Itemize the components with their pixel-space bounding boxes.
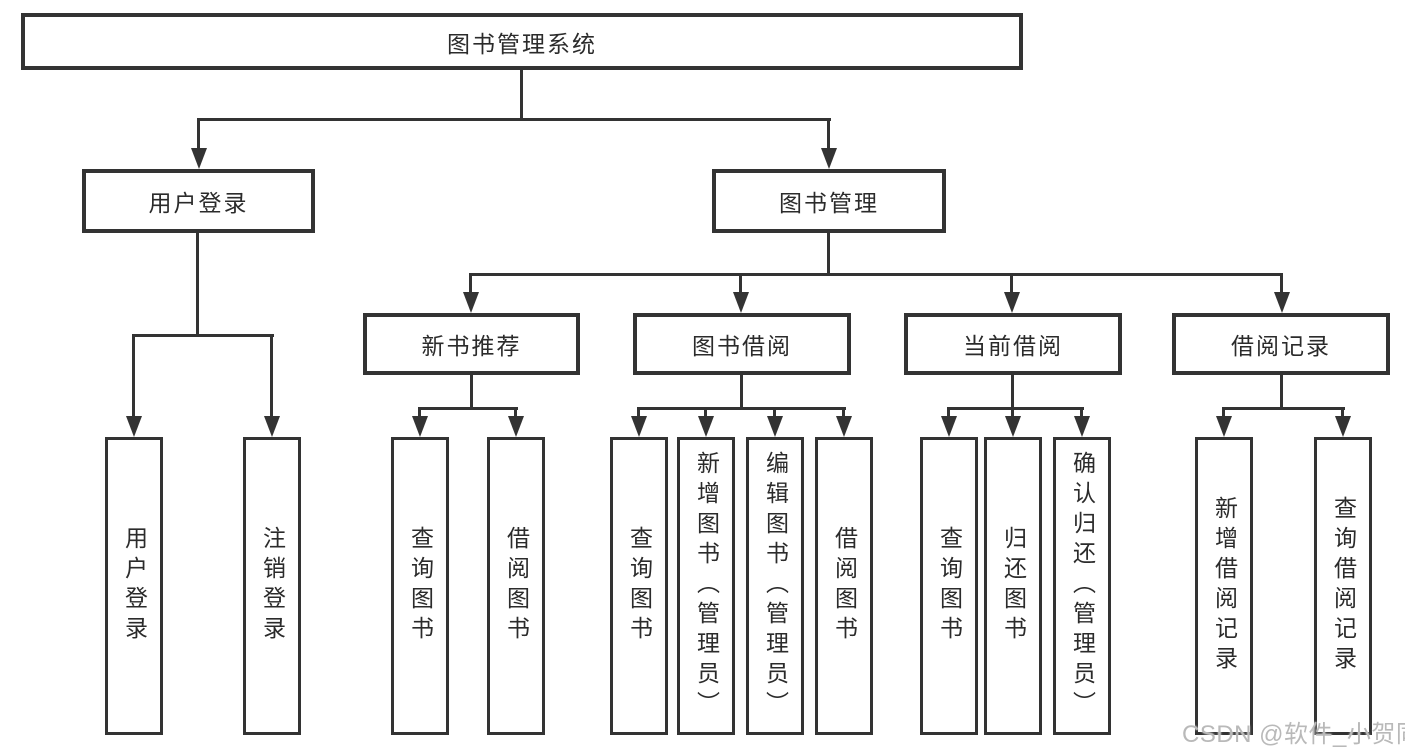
arrowhead-down	[191, 148, 207, 169]
connector-line	[1222, 407, 1345, 410]
arrowhead-down	[631, 416, 647, 437]
connector-line	[197, 118, 831, 121]
leaf-label: 查询图书	[407, 526, 434, 646]
leaf-user-login: 用户登录	[105, 437, 163, 735]
leaf-logout: 注销登录	[243, 437, 301, 735]
leaf-label: 确认归还（管理员）	[1069, 451, 1096, 721]
connector-line	[704, 407, 707, 419]
node-label: 借阅记录	[1231, 333, 1331, 359]
node-new-book-recommend: 新书推荐	[363, 313, 580, 375]
arrowhead-down	[1274, 292, 1290, 313]
connector-line	[514, 407, 517, 419]
connector-line	[827, 233, 830, 275]
leaf-label: 新增图书（管理员）	[693, 451, 720, 721]
node-borrow-records: 借阅记录	[1172, 313, 1390, 375]
connector-line	[773, 407, 776, 419]
leaf-confirm-return-admin: 确认归还（管理员）	[1053, 437, 1111, 735]
leaf-label: 用户登录	[121, 526, 148, 646]
connector-line	[469, 273, 1283, 276]
leaf-label: 借阅图书	[831, 526, 858, 646]
arrowhead-down	[821, 148, 837, 169]
arrowhead-down	[508, 416, 524, 437]
connector-line	[1080, 407, 1083, 419]
connector-line	[520, 69, 523, 120]
connector-line	[827, 118, 830, 149]
node-label: 图书管理	[779, 190, 879, 216]
leaf-add-borrow-record: 新增借阅记录	[1195, 437, 1253, 735]
arrowhead-down	[463, 292, 479, 313]
leaf-add-books-admin: 新增图书（管理员）	[677, 437, 735, 735]
node-label: 用户登录	[148, 190, 249, 216]
node-library-system: 图书管理系统	[21, 13, 1023, 70]
leaf-label: 编辑图书（管理员）	[762, 451, 789, 721]
leaf-label: 归还图书	[1000, 526, 1027, 646]
leaf-return-books: 归还图书	[984, 437, 1042, 735]
node-book-management: 图书管理	[712, 169, 946, 233]
connector-line	[1280, 273, 1283, 294]
arrowhead-down	[1216, 416, 1232, 437]
connector-line	[469, 273, 472, 294]
leaf-query-books-recommend: 查询图书	[391, 437, 449, 735]
arrowhead-down	[767, 416, 783, 437]
leaf-label: 注销登录	[259, 526, 286, 646]
node-user-login: 用户登录	[82, 169, 315, 233]
connector-line	[1011, 407, 1014, 419]
connector-line	[1341, 407, 1344, 419]
arrowhead-down	[698, 416, 714, 437]
leaf-label: 借阅图书	[503, 526, 530, 646]
arrowhead-down	[126, 416, 142, 437]
leaf-borrow-books: 借阅图书	[815, 437, 873, 735]
connector-line	[470, 375, 473, 409]
node-label: 新书推荐	[421, 333, 522, 359]
connector-line	[947, 407, 950, 419]
connector-line	[740, 375, 743, 409]
leaf-label: 查询图书	[936, 526, 963, 646]
arrowhead-down	[1005, 416, 1021, 437]
leaf-query-borrow-record: 查询借阅记录	[1314, 437, 1372, 735]
node-label: 图书借阅	[692, 333, 792, 359]
connector-line	[418, 407, 421, 419]
leaf-borrow-books-recommend: 借阅图书	[487, 437, 545, 735]
connector-line	[132, 334, 274, 337]
leaf-label: 查询借阅记录	[1330, 496, 1357, 676]
connector-line	[947, 407, 1084, 410]
connector-line	[637, 407, 846, 410]
connector-line	[197, 118, 200, 149]
connector-line	[1010, 273, 1013, 294]
connector-line	[1011, 375, 1014, 409]
connector-line	[1222, 407, 1225, 419]
arrowhead-down	[1074, 416, 1090, 437]
arrowhead-down	[941, 416, 957, 437]
connector-line	[196, 233, 199, 336]
arrowhead-down	[1004, 292, 1020, 313]
connector-line	[637, 407, 640, 419]
arrowhead-down	[836, 416, 852, 437]
leaf-label: 查询图书	[626, 526, 653, 646]
arrowhead-down	[264, 416, 280, 437]
connector-line	[270, 334, 273, 417]
connector-line	[842, 407, 845, 419]
node-label: 当前借阅	[963, 333, 1063, 359]
connector-line	[418, 407, 518, 410]
arrowhead-down	[733, 292, 749, 313]
node-label: 图书管理系统	[447, 30, 597, 57]
node-book-borrow: 图书借阅	[633, 313, 851, 375]
connector-line	[132, 334, 135, 417]
connector-line	[1280, 375, 1283, 409]
arrowhead-down	[412, 416, 428, 437]
leaf-label: 新增借阅记录	[1211, 496, 1238, 676]
csdn-watermark: CSDN @软件_小贺同学	[1182, 721, 1405, 747]
leaf-query-books-borrow: 查询图书	[610, 437, 668, 735]
leaf-query-books-current: 查询图书	[920, 437, 978, 735]
node-current-borrow: 当前借阅	[904, 313, 1122, 375]
leaf-edit-books-admin: 编辑图书（管理员）	[746, 437, 804, 735]
arrowhead-down	[1335, 416, 1351, 437]
connector-line	[739, 273, 742, 294]
